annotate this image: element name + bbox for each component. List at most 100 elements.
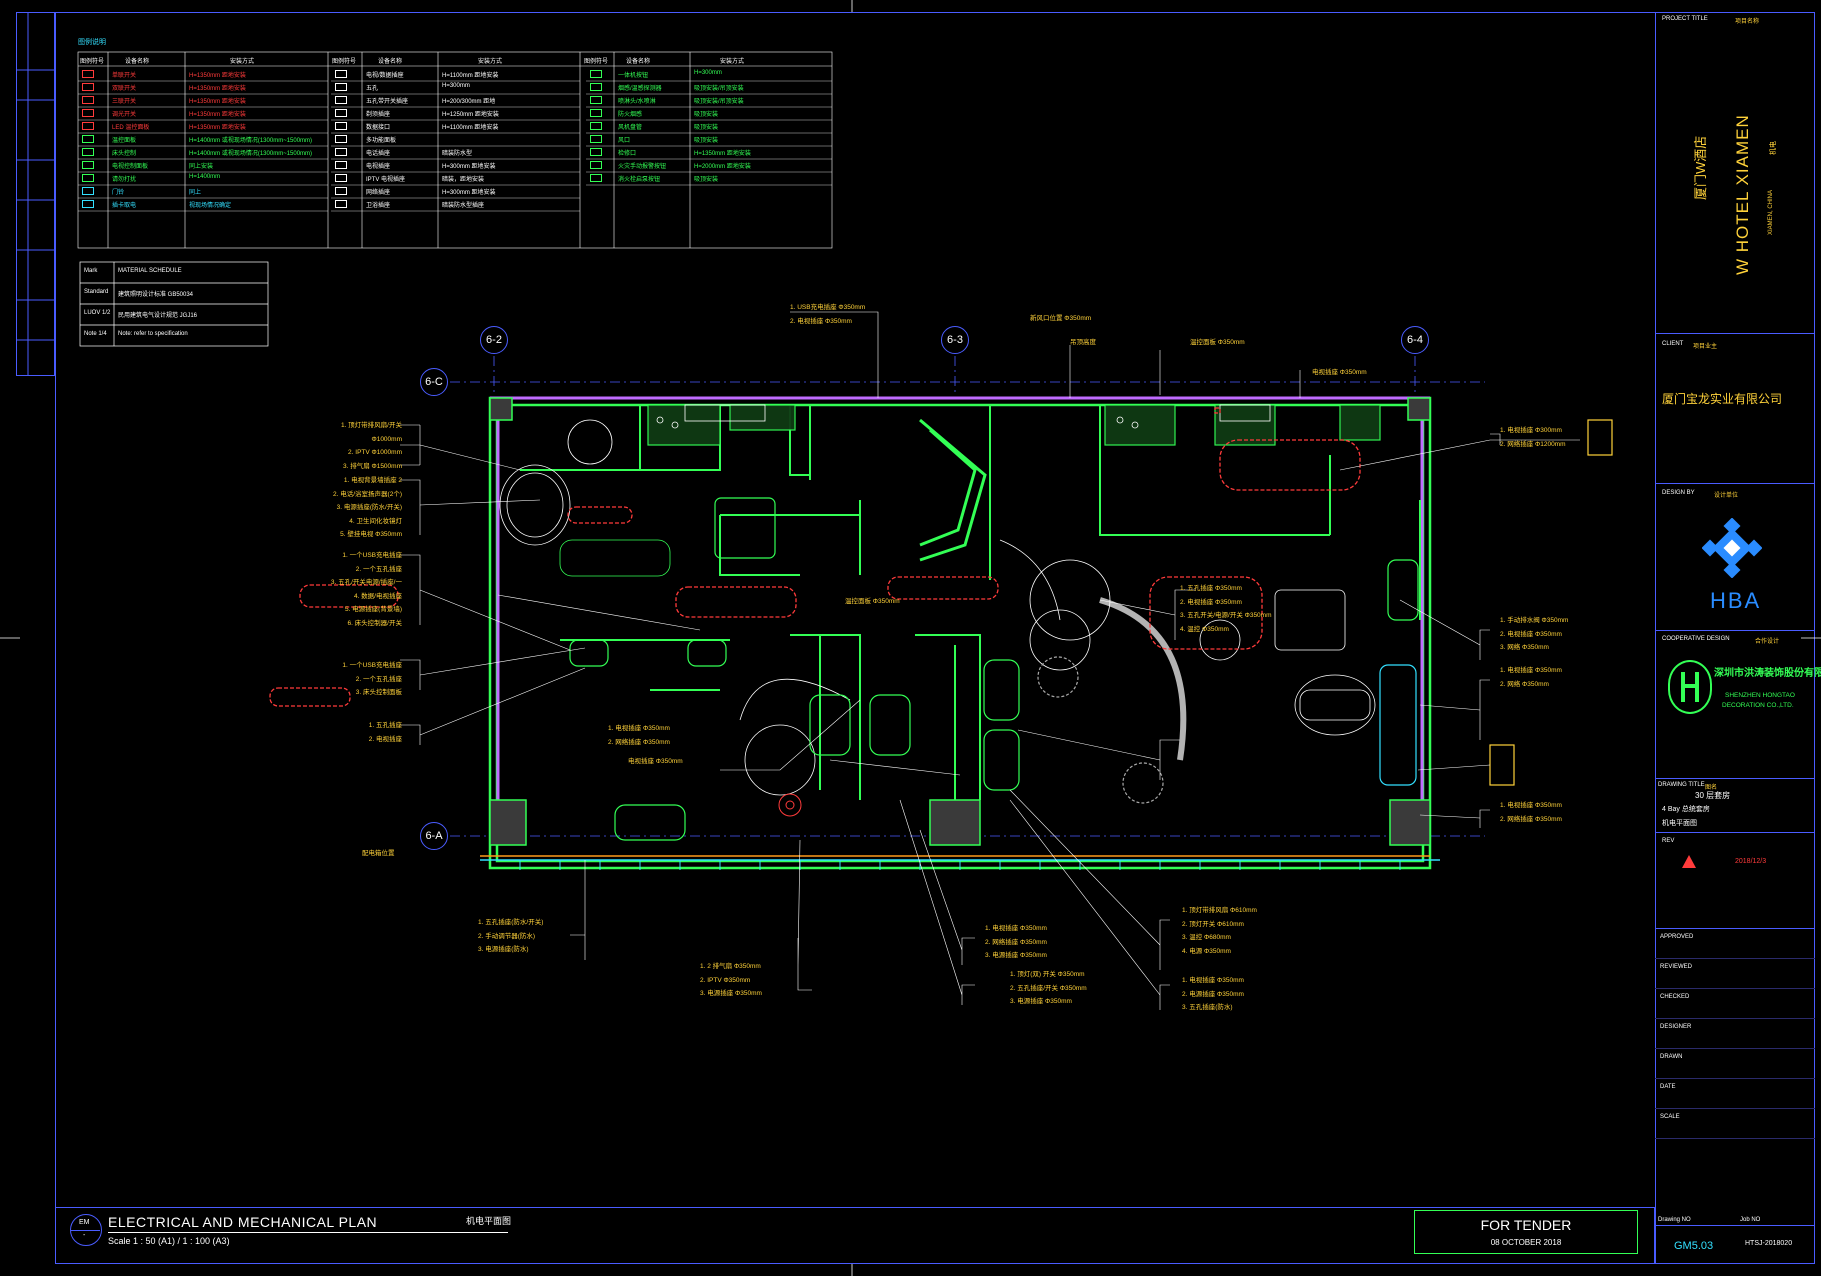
legend-symbol-icon	[590, 174, 602, 182]
tb-project-cn: 厦门W酒店	[1693, 135, 1708, 200]
tb-drawing-title-value: 图名	[1705, 785, 1718, 791]
legend-symbol-icon	[590, 109, 602, 117]
callout-line: 3. 五孔插座(防水)	[1182, 1004, 1233, 1011]
legend-name: 调光开关	[112, 112, 137, 118]
callout-line: 2. 电视插座 Φ350mm	[1180, 598, 1242, 606]
callout-line: 1. 顶灯带排风扇/开关 Φ1000mm	[340, 422, 402, 443]
legend-name: 电视控制面板	[112, 164, 149, 170]
callout-line: 1. 电视插座 Φ350mm	[1500, 802, 1562, 809]
tb-date-value: 2018/12/3	[1735, 858, 1767, 865]
legend-symbol-icon	[590, 70, 602, 78]
footer-bubble-top: EM	[79, 1219, 90, 1226]
legend-symbol-icon	[82, 109, 94, 117]
hongtao-logo-icon	[1668, 660, 1712, 714]
callout-line: 2. 电源插座 Φ350mm	[1182, 990, 1244, 998]
legend-symbol-icon	[590, 161, 602, 169]
hba-logo-icon	[1702, 518, 1762, 578]
grid-bubble-col-3: 6-4	[1401, 326, 1429, 354]
callout-line: 3. 电源插座 Φ350mm	[1010, 998, 1072, 1005]
callout-line: 2. 电视插座	[368, 735, 402, 743]
tb-sign-checked: CHECKED	[1660, 994, 1690, 1000]
callout-line: 1. 电视插座 Φ350mm	[1500, 667, 1562, 674]
legend-symbol-icon	[82, 135, 94, 143]
legend-col-symbol-3: 图例符号	[584, 59, 609, 65]
footer-title-underline	[108, 1232, 508, 1233]
callout-line: 4. 温控 Φ350mm	[1180, 625, 1229, 633]
footer-bubble-bottom: -	[83, 1232, 86, 1239]
legend-method: 暗装，距地安装	[442, 177, 485, 183]
legend-name: 门铃	[112, 190, 125, 196]
legend-name: 电视插座	[366, 164, 391, 170]
tb-divider-7	[1655, 1225, 1815, 1226]
grid-bubble-col-1: 6-2	[480, 326, 508, 354]
legend-symbol-icon	[82, 187, 94, 195]
callout-line: 1. 电视背景墙插座 2	[343, 477, 402, 484]
legend-symbol-icon	[82, 83, 94, 91]
tb-drawing-title-label: DRAWING TITLE	[1658, 782, 1705, 788]
callout-r4: 1. 电视插座 Φ350mm 2. 网络 Φ350mm	[1500, 664, 1562, 691]
callout-line: 3. 电源插座(防水)	[478, 946, 529, 953]
legend-method: 吸顶安装	[694, 138, 719, 144]
legend-col-symbol-2: 图例符号	[332, 59, 357, 65]
tb-divider-4	[1655, 778, 1815, 779]
callout-line: 2. 网络 Φ350mm	[1500, 680, 1549, 688]
legend-symbol-icon	[335, 187, 347, 195]
tb-coop-company-en1: SHENZHEN HONGTAO	[1725, 692, 1795, 699]
legend-col-symbol-1: 图例符号	[80, 59, 105, 65]
legend-symbol-icon	[335, 148, 347, 156]
legend-name: 喷淋头/水喷淋	[618, 99, 656, 105]
callout-line: 3. 排气扇 Φ1500mm	[342, 462, 402, 470]
callout-line: 4. 数据/电视插座	[353, 592, 402, 600]
legend-name: 数据接口	[366, 125, 391, 131]
callout-line: 1. 2 排气扇 Φ350mm	[700, 963, 761, 970]
callout-line: 3. 温控 Φ680mm	[1182, 934, 1231, 941]
legend-name: 烟感/温感探测器	[618, 86, 662, 92]
tb-job-no-label: Job NO	[1740, 1217, 1761, 1223]
legend-name: 消火栓启泵按钮	[618, 177, 661, 183]
tb-sign-divider	[1655, 1138, 1815, 1139]
callout-line: 2. 一个五孔插座	[355, 565, 402, 573]
legend-name: 单联开关	[112, 73, 137, 79]
callout-line: 2. 顶灯开关 Φ610mm	[1182, 920, 1244, 928]
callout-line: 1. 电视插座 Φ350mm	[985, 925, 1047, 932]
legend-col-method-1: 安装方式	[230, 59, 255, 65]
legend-symbol-icon	[335, 109, 347, 117]
footer-drawing-bubble: EM -	[70, 1214, 102, 1246]
tb-sign-date: DATE	[1660, 1084, 1676, 1090]
legend-name: 床头控制	[112, 151, 137, 157]
tb-sign-divider	[1655, 1048, 1815, 1049]
legend-name: 温控面板	[112, 138, 137, 144]
legend-symbol-icon	[82, 161, 94, 169]
legend-name: 多功能面板	[366, 138, 397, 144]
legend-method: 同上安装	[189, 164, 214, 170]
tb-rev-label: REV	[1662, 838, 1675, 844]
callout-top-3: 吊顶高度	[1070, 339, 1096, 346]
legend-method: H=1250mm 距地安装	[442, 112, 499, 118]
callout-line: 1. 一个USB充电插座	[342, 552, 402, 559]
legend-method: H=1100mm 距地安装	[442, 125, 499, 131]
legend-method: 吸顶安装/吊顶安装	[694, 86, 744, 92]
legend-col-name-1: 设备名称	[125, 59, 150, 65]
callout-line: 2. 网络插座 Φ350mm	[608, 738, 670, 746]
tb-coop-value: 合作设计	[1755, 639, 1780, 645]
legend-name: IPTV 电视插座	[366, 177, 406, 183]
tb-coop-company-en2: DECORATION CO.,LTD.	[1722, 702, 1794, 709]
legend-name: 电话插座	[366, 151, 391, 157]
callout-line: 2. 电话/浴室扬声器(2个)	[333, 490, 402, 498]
legend-name: 请勿打扰	[112, 177, 137, 183]
tb-project-title-label: PROJECT TITLE	[1662, 16, 1708, 22]
callout-line: 2. 网络插座 Φ1200mm	[1500, 440, 1566, 448]
legend-method: H=2000mm 距地安装	[694, 164, 751, 170]
legend-symbol-icon	[82, 200, 94, 208]
tb-coop-label: COOPERATIVE DESIGN	[1662, 636, 1730, 642]
callout-line: 1. 五孔插座(防水/开关)	[478, 919, 544, 926]
tb-sign-drawn: DRAWN	[1660, 1054, 1683, 1060]
notes-tag: Mark	[84, 268, 98, 274]
callout-line: 2. 电视插座 Φ350mm	[790, 317, 852, 325]
